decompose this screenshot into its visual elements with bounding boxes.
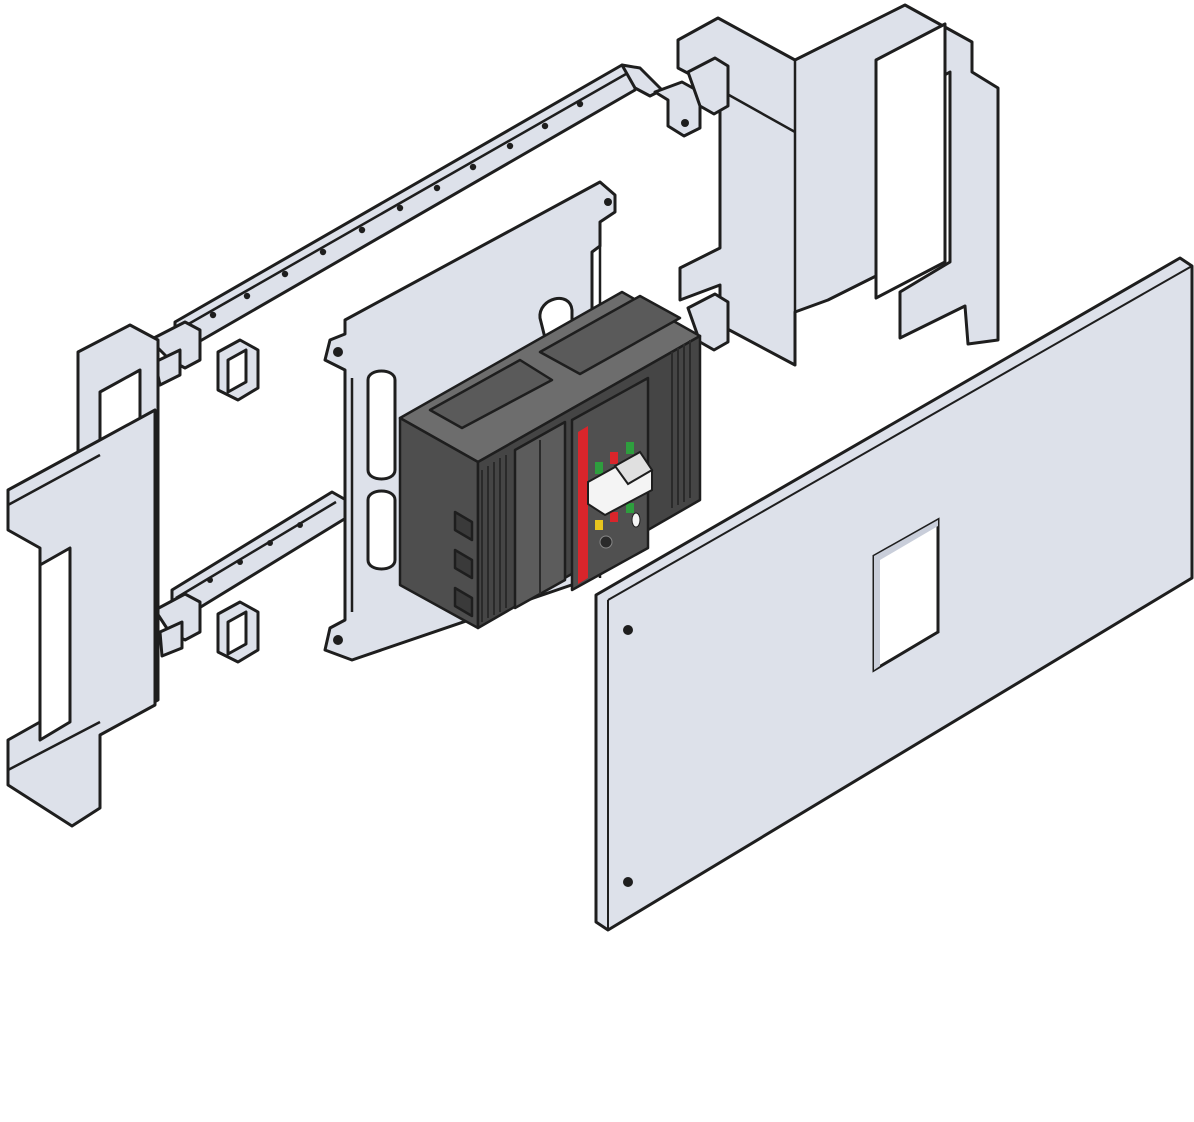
left-side-bracket (6, 323, 160, 828)
right-side-bracket (676, 3, 1000, 367)
circuit-breaker (398, 290, 702, 630)
lower-rail-clip (216, 600, 260, 664)
front-cover-panel (594, 256, 1194, 932)
upper-rail-clip (216, 338, 260, 402)
upper-mounting-rail (148, 63, 702, 387)
breaker-handle (587, 450, 654, 517)
